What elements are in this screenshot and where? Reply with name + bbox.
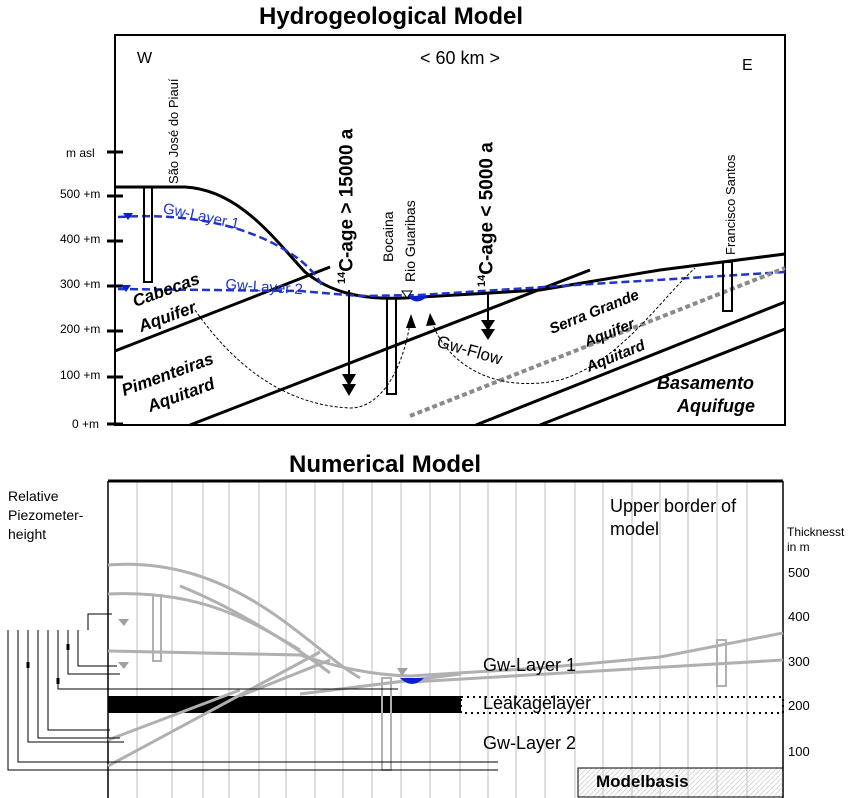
c14-arrowhead-left-1 <box>342 374 356 386</box>
modelbasis-label: Modelbasis <box>596 772 689 791</box>
numerical-gw-layer2-label: Gw-Layer 2 <box>483 733 577 753</box>
unit-basamento: Basamento <box>657 373 755 393</box>
model-well-3 <box>716 639 727 687</box>
c14-age-left-label: 14C-age > 15000 a <box>336 128 358 284</box>
model-surface-line <box>107 631 784 678</box>
numerical-gw-layer1-label: Gw-Layer 1 <box>483 655 577 675</box>
flow-paths <box>194 267 696 409</box>
scale-label: < 60 km > <box>420 48 501 68</box>
model-well-2 <box>381 677 392 771</box>
model-wells <box>152 594 727 771</box>
water-level-marker-river <box>401 290 413 299</box>
place-bocaina: Bocaina <box>380 211 396 262</box>
unit-aquifuge: Aquifuge <box>677 396 755 416</box>
well-francisco <box>722 261 733 312</box>
serra-base-line <box>475 300 786 427</box>
hydro-y-ticks <box>107 150 123 426</box>
model-upper-border-line <box>107 562 361 680</box>
wells <box>143 186 733 395</box>
c14-arrowhead-left-2 <box>342 384 356 396</box>
hydro-frame <box>114 34 786 426</box>
leakage-layer-solid <box>108 696 461 713</box>
basement-top-line <box>539 327 786 427</box>
model-lines <box>107 562 784 768</box>
piezometer-staircase <box>7 613 498 771</box>
modelbasis-box <box>577 767 784 798</box>
model-river-water <box>400 678 424 684</box>
leakage-layer-label: Leakagelayer <box>483 693 592 713</box>
model-diag-1 <box>107 650 321 768</box>
model-water-marker-river <box>397 668 408 676</box>
place-rio-guaribas: Rio Guaribas <box>402 200 418 282</box>
pimenteiras-base-line <box>189 268 591 427</box>
model-diag-2 <box>107 688 241 742</box>
model-well-1 <box>152 594 162 662</box>
land-surface-line <box>115 185 786 300</box>
hydro-model-title: Hydrogeological Model <box>259 3 524 30</box>
piezometer-ticks <box>26 644 70 684</box>
place-francisco-santos: Francisco Santos <box>723 154 738 255</box>
flow-path-west <box>194 309 411 409</box>
groundwater-tables <box>117 214 786 298</box>
model-diag-5 <box>299 672 462 696</box>
flow-arrowhead-east <box>426 313 436 326</box>
water-level-marker-1 <box>123 213 133 220</box>
cabecas-base-line <box>114 265 331 353</box>
west-label: W <box>137 50 153 67</box>
model-water-marker-2 <box>118 662 129 669</box>
gw-layer2-line <box>117 270 786 298</box>
place-sao-jose: São José do Piauí <box>166 78 181 184</box>
c14-arrowhead-right-1 <box>481 320 495 331</box>
numerical-grid <box>107 481 784 798</box>
well-bocaina <box>386 297 397 395</box>
gw-layer1-line <box>117 214 324 286</box>
leakage-layer-dotted <box>460 696 784 714</box>
river-water <box>408 296 428 302</box>
water-level-marker-2 <box>121 285 131 292</box>
model-diag-3 <box>239 658 331 698</box>
model-water-marker-1 <box>118 619 129 626</box>
flow-path-east <box>431 267 696 385</box>
model-diag-4 <box>411 658 784 684</box>
c14-arrowhead-right-2 <box>481 329 495 340</box>
deep-boundary-line <box>409 266 786 418</box>
numerical-model-title: Numerical Model <box>289 451 482 478</box>
flow-arrowhead-west <box>406 314 416 328</box>
well-sao-jose <box>143 186 153 283</box>
c14-age-right-label: 14C-age < 5000 a <box>476 142 498 287</box>
y-axis-unit: m asl <box>66 146 95 160</box>
east-label: E <box>742 57 753 74</box>
